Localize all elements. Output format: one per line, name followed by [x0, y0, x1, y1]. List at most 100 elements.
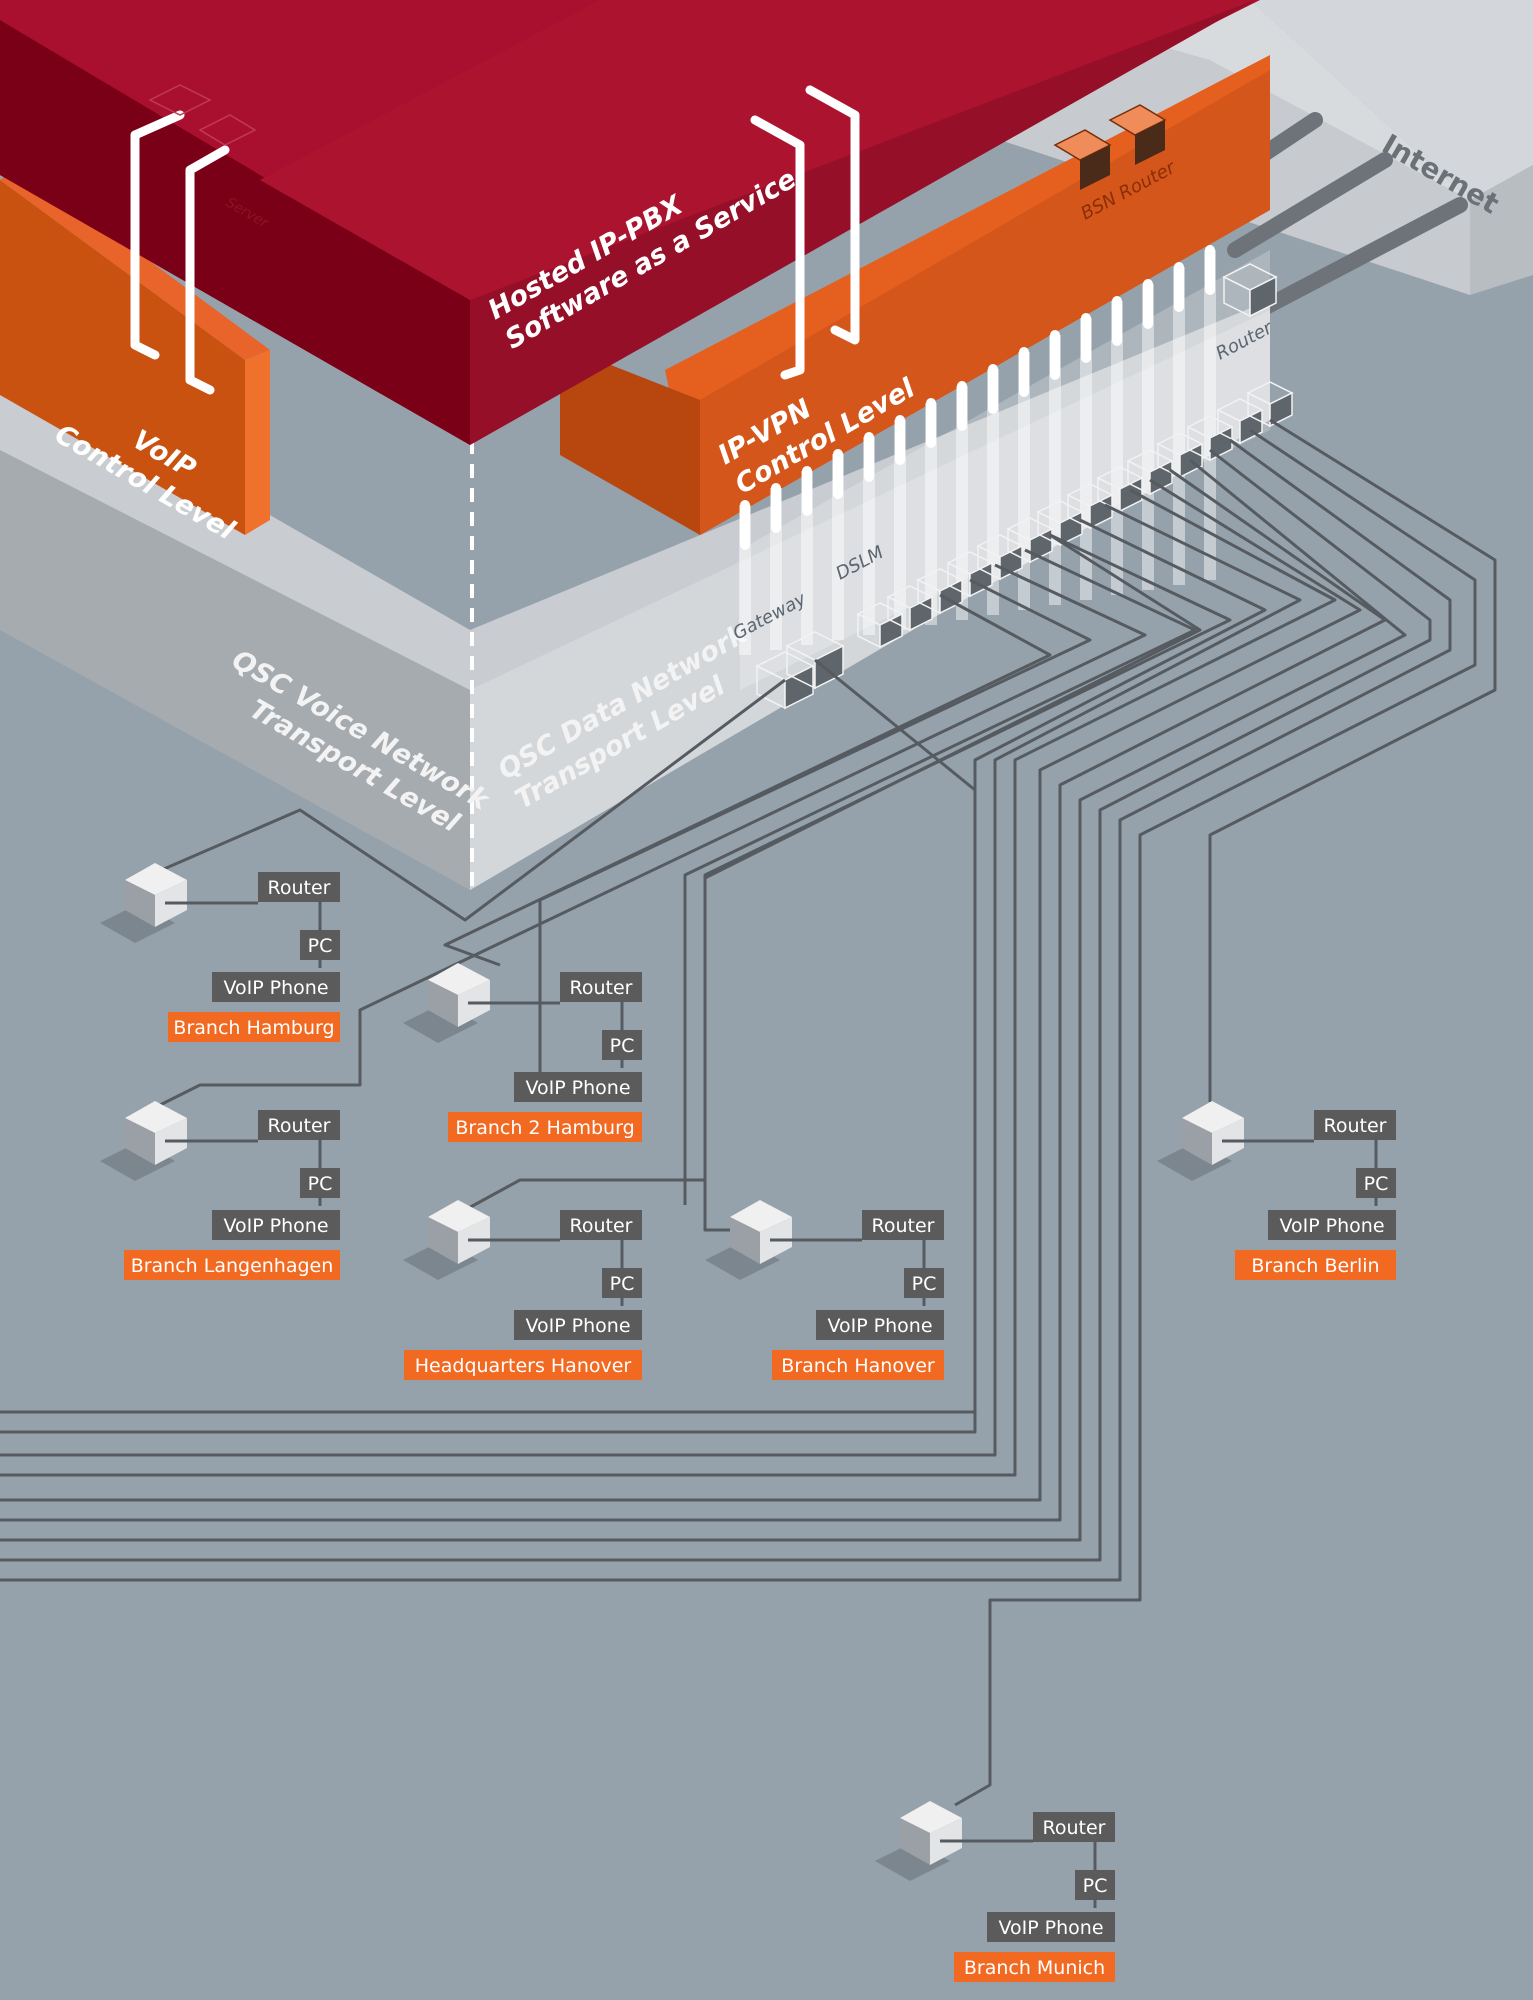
router-label: Router: [872, 1215, 935, 1237]
voip-phone-box: [1268, 1210, 1396, 1240]
dslm-panel: [740, 250, 1270, 690]
voip-phone-label: VoIP Phone: [998, 1917, 1103, 1939]
cable-path: [703, 875, 745, 1232]
cable-path: [0, 438, 1452, 1582]
pc-box: [1356, 1168, 1396, 1198]
branch-label-box: [954, 1952, 1115, 1982]
voip-phone-box: [514, 1310, 642, 1340]
branch-label: Branch 2 Hamburg: [455, 1117, 634, 1139]
cable-path: [0, 458, 1407, 1542]
port-cube: [1066, 483, 1114, 530]
connector-strip: [1142, 284, 1154, 590]
cable-path: [954, 428, 1477, 1807]
server-cubes: [148, 84, 257, 146]
transport-slab: [0, 300, 1270, 890]
branch-label-box: [404, 1350, 642, 1380]
pc-box: [904, 1268, 944, 1298]
pc-label: PC: [1364, 1173, 1389, 1195]
cable-path: [0, 468, 1387, 1522]
pc-label: PC: [610, 1035, 635, 1057]
port-cube: [1126, 449, 1174, 496]
port-cube: [856, 602, 904, 649]
port-cube: [886, 585, 934, 632]
connector-strip: [1111, 301, 1123, 595]
device-cube-top: [730, 1200, 792, 1232]
device-cube-left: [1182, 1118, 1212, 1165]
cable-path: [0, 518, 1267, 1434]
cable-path: [0, 503, 1302, 1457]
voip-phone-box: [987, 1912, 1115, 1942]
pc-box: [1075, 1870, 1115, 1900]
connector-strip: [987, 369, 999, 615]
branch-label: Branch Berlin: [1251, 1255, 1379, 1277]
voip-phone-box: [212, 972, 340, 1002]
branch-label-box: [124, 1250, 340, 1280]
connector-strip: [832, 454, 844, 640]
port-cube: [1246, 381, 1294, 428]
cable-path: [0, 488, 1337, 1477]
device-cube-left: [730, 1217, 760, 1264]
device-cube-top: [125, 1101, 187, 1133]
branch-label-box: [448, 1112, 642, 1142]
connector-strip: [956, 386, 968, 620]
device-cube-top: [428, 963, 490, 995]
device-cube-left: [428, 980, 458, 1027]
pc-box: [602, 1268, 642, 1298]
pc-label: PC: [610, 1273, 635, 1295]
cable-path: [1208, 418, 1497, 1102]
router-box: [258, 872, 340, 902]
cable-path: [149, 563, 1147, 1112]
connector-strip: [925, 403, 937, 625]
voip-phone-box: [816, 1310, 944, 1340]
cable-path: [149, 678, 786, 922]
voip-phone-label: VoIP Phone: [1279, 1215, 1384, 1237]
pc-label: PC: [308, 935, 333, 957]
router-label: Router: [570, 1215, 633, 1237]
device-cube-left: [125, 1118, 155, 1165]
router-box: [258, 1110, 340, 1140]
pc-label: PC: [308, 1173, 333, 1195]
branch-label-box: [772, 1350, 944, 1380]
pc-box: [602, 1030, 642, 1060]
port-cube: [1036, 500, 1084, 547]
voip-phone-label: VoIP Phone: [525, 1077, 630, 1099]
vertical-connectors: [739, 245, 1216, 655]
branch-label: Branch Langenhagen: [131, 1255, 334, 1277]
device-cube-left: [125, 880, 155, 927]
router-box: [560, 1210, 642, 1240]
voip-phone-box: [514, 1072, 642, 1102]
pc-label: PC: [912, 1273, 937, 1295]
pc-label: PC: [1083, 1875, 1108, 1897]
device-cube-left: [900, 1818, 930, 1865]
branch-label: Branch Munich: [964, 1957, 1105, 1979]
voip-phone-label: VoIP Phone: [223, 1215, 328, 1237]
router-label: Router: [1324, 1115, 1387, 1137]
connector-strip: [1080, 318, 1092, 600]
voip-bracket: [130, 110, 230, 395]
bsn-router-cubes: [1053, 104, 1167, 190]
pc-box: [300, 1168, 340, 1198]
connector-strip: [1173, 267, 1185, 585]
device-cube-top: [900, 1801, 962, 1833]
pc-box: [300, 930, 340, 960]
branch-label: Branch Hanover: [781, 1355, 935, 1377]
voip-phone-label: VoIP Phone: [827, 1315, 932, 1337]
voip-phone-label: VoIP Phone: [525, 1315, 630, 1337]
port-cube: [1222, 263, 1278, 318]
cable-path: [0, 448, 1432, 1562]
ipvpn-bracket: [750, 85, 860, 380]
router-label: Router: [570, 977, 633, 999]
device-cube-top: [125, 863, 187, 895]
cable-path: [443, 593, 1052, 967]
port-cube: [946, 551, 994, 598]
branch-label: Branch Hamburg: [173, 1017, 334, 1039]
router-box: [1033, 1812, 1115, 1842]
cable-path: [704, 533, 1202, 880]
router-box: [560, 972, 642, 1002]
